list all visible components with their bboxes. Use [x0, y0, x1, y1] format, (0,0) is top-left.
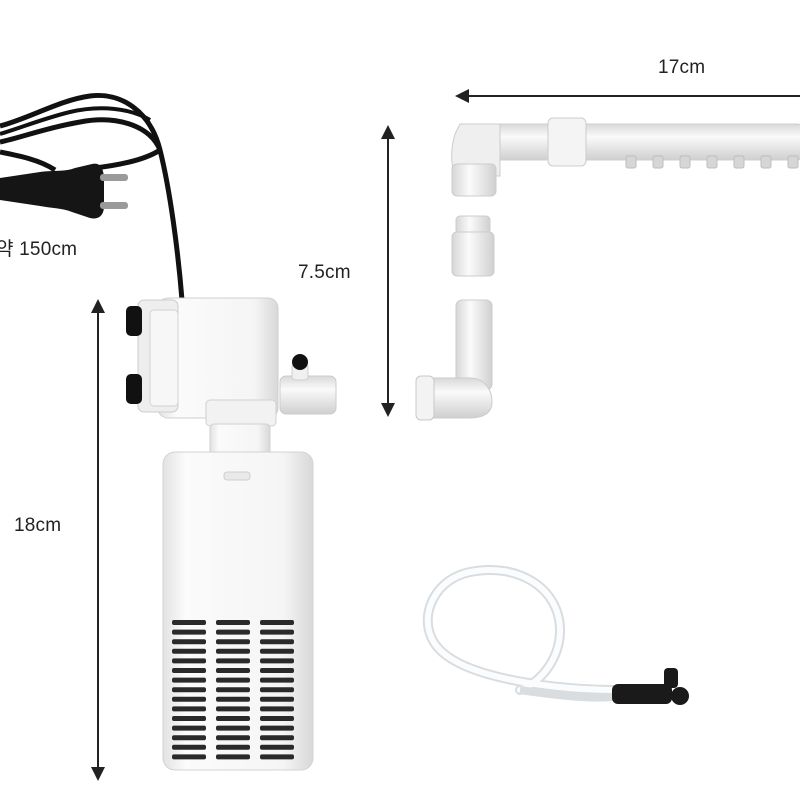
pump-height-label: 18cm: [14, 515, 62, 536]
intake-slot: [172, 658, 206, 664]
intake-slot: [216, 677, 250, 683]
power-cable: [0, 92, 185, 301]
spray-nozzle: [625, 155, 637, 169]
intake-slot: [216, 668, 250, 673]
intake-slot: [260, 620, 294, 625]
spray-length-label: 17cm: [658, 57, 706, 78]
spray-nozzle: [652, 155, 664, 169]
spray-nozzle: [787, 155, 799, 169]
pipe-height-label: 7.5cm: [298, 262, 351, 283]
intake-slot: [172, 687, 206, 693]
spray-bar: [451, 117, 800, 197]
filter-pump: [126, 297, 337, 771]
intake-slot: [260, 687, 294, 693]
air-tube: [422, 565, 625, 702]
intake-slot: [216, 687, 250, 693]
intake-slot: [216, 648, 250, 654]
plug-icon: [0, 163, 128, 219]
intake-slot: [260, 696, 294, 702]
intake-slot: [216, 658, 250, 664]
spray-nozzle: [679, 155, 691, 169]
intake-slot: [216, 620, 250, 625]
intake-slot: [172, 744, 206, 750]
elbow-pipe: [415, 299, 493, 421]
spray-nozzle: [760, 155, 772, 169]
intake-slot: [172, 735, 206, 741]
intake-slot: [260, 744, 294, 750]
intake-slot: [172, 716, 206, 721]
intake-slot: [172, 696, 206, 702]
pipe-connector: [451, 215, 495, 277]
cable-length-label: 약 150cm: [0, 239, 78, 260]
intake-slot: [216, 735, 250, 741]
spray-nozzle: [706, 155, 718, 169]
intake-slot: [172, 677, 206, 683]
intake-slot: [172, 668, 206, 673]
intake-slot: [216, 754, 250, 760]
suction-cup-top: [126, 306, 142, 336]
intake-slot: [260, 754, 294, 760]
intake-slot: [172, 706, 206, 712]
intake-slot: [260, 725, 294, 731]
intake-slot: [172, 754, 206, 760]
intake-slot: [172, 629, 206, 635]
intake-slot: [216, 725, 250, 731]
suction-cup-bottom: [126, 374, 142, 404]
intake-slot: [260, 716, 294, 721]
intake-slot: [216, 639, 250, 645]
intake-slot: [260, 677, 294, 683]
intake-slot: [216, 629, 250, 635]
spray-nozzle: [733, 155, 745, 169]
intake-slot: [172, 620, 206, 625]
air-valve-knob: [292, 354, 308, 370]
intake-slot: [260, 629, 294, 635]
intake-slot: [216, 696, 250, 702]
intake-slot: [216, 716, 250, 721]
intake-slot: [260, 639, 294, 645]
intake-slot: [172, 648, 206, 654]
intake-slot: [216, 706, 250, 712]
intake-slot: [260, 648, 294, 654]
intake-slot: [260, 658, 294, 664]
intake-slot: [260, 706, 294, 712]
intake-slot: [216, 744, 250, 750]
intake-slot: [172, 725, 206, 731]
intake-slot: [260, 668, 294, 673]
intake-slot: [172, 639, 206, 645]
intake-slots: [172, 620, 294, 760]
air-tube-valve: [612, 668, 689, 705]
intake-slot: [260, 735, 294, 741]
